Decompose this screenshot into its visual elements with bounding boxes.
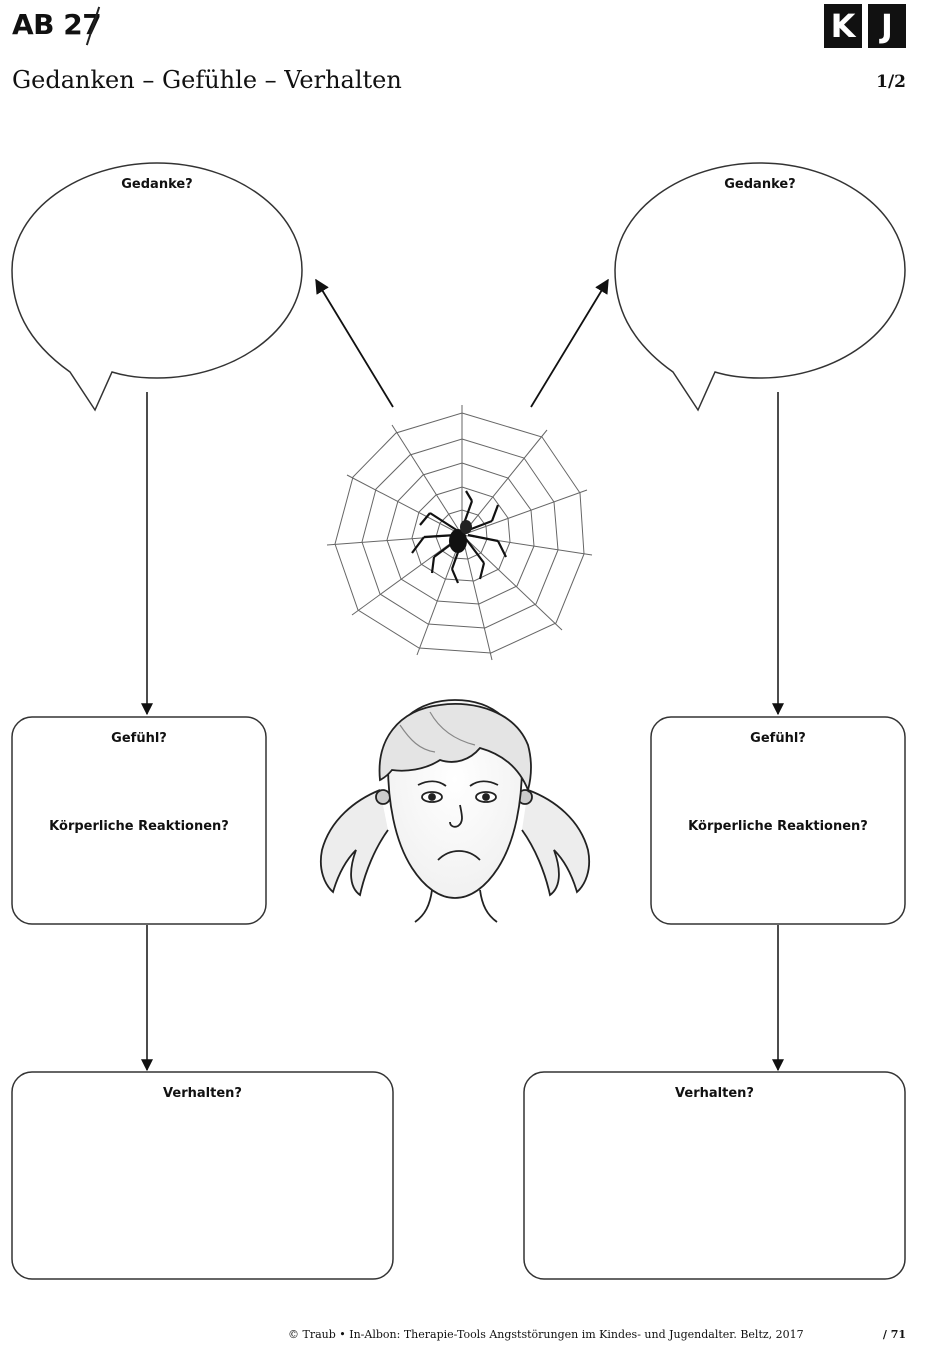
worksheet-code: AB 27 bbox=[12, 8, 102, 41]
left-feeling-box[interactable] bbox=[11, 716, 267, 925]
arrow-to-left-bubble bbox=[315, 278, 394, 408]
right-behavior-label: Verhalten? bbox=[675, 1086, 754, 1101]
left-feeling-label: Gefühl? bbox=[111, 731, 167, 746]
page-number: 1/2 bbox=[876, 72, 906, 92]
logo-letter-j: J bbox=[868, 4, 906, 48]
right-body-label: Körperliche Reaktionen? bbox=[688, 819, 868, 834]
left-body-label: Körperliche Reaktionen? bbox=[49, 819, 229, 834]
right-behavior-box[interactable] bbox=[523, 1071, 906, 1280]
right-feeling-box[interactable] bbox=[650, 716, 906, 925]
right-thought-bubble[interactable] bbox=[614, 162, 906, 412]
footer-page-number: / 71 bbox=[882, 1328, 906, 1341]
right-feeling-label: Gefühl? bbox=[750, 731, 806, 746]
spider-web-icon bbox=[326, 405, 593, 661]
footer-citation: © Traub • In-Albon: Therapie-Tools Angst… bbox=[288, 1328, 804, 1341]
left-behavior-box[interactable] bbox=[11, 1071, 394, 1280]
page-title: Gedanken – Gefühle – Verhalten bbox=[12, 66, 402, 94]
logo: K J bbox=[824, 4, 906, 48]
logo-letter-k: K bbox=[824, 4, 862, 48]
sad-girl-icon bbox=[320, 699, 590, 923]
right-thought-label: Gedanke? bbox=[724, 177, 796, 192]
left-thought-label: Gedanke? bbox=[121, 177, 193, 192]
arrow-to-right-bubble bbox=[530, 278, 609, 408]
left-thought-bubble[interactable] bbox=[11, 162, 303, 412]
left-behavior-label: Verhalten? bbox=[163, 1086, 242, 1101]
